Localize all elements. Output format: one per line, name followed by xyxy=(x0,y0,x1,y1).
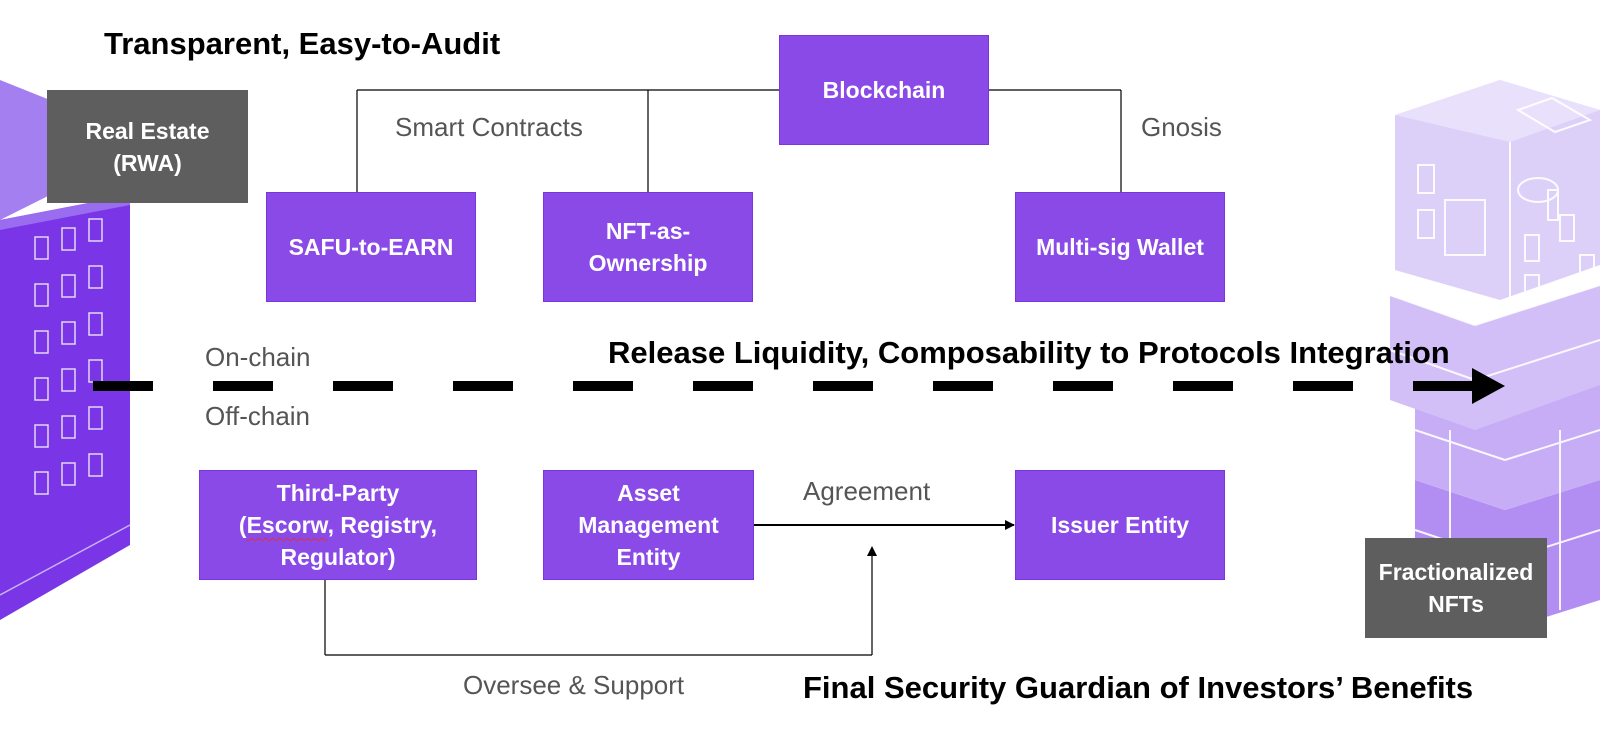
left-building-illustration xyxy=(0,80,131,620)
heading-transparent-audit: Transparent, Easy-to-Audit xyxy=(104,26,501,61)
box-multi-sig-wallet: Multi-sig Wallet xyxy=(1015,192,1225,302)
third-party-line-2: (Escorw, Registry, xyxy=(238,512,438,538)
blockchain-connector-lines xyxy=(356,89,1122,192)
label-on-chain: On-chain xyxy=(205,342,311,372)
liquidity-dashed-arrow xyxy=(93,368,1505,404)
box-nft-as-ownership: NFT-as- Ownership xyxy=(543,192,753,302)
box-safu-to-earn: SAFU-to-EARN xyxy=(266,192,476,302)
oversee-support-connector xyxy=(324,546,877,656)
label-oversee-support: Oversee & Support xyxy=(463,670,685,700)
heading-release-liquidity: Release Liquidity, Composability to Prot… xyxy=(608,335,1450,370)
box-issuer-entity: Issuer Entity xyxy=(1015,470,1225,580)
label-off-chain: Off-chain xyxy=(205,401,311,431)
third-party-line-1: Third-Party xyxy=(276,480,400,506)
box-fractionalized-nfts: Fractionalized NFTs xyxy=(1365,538,1547,638)
box-blockchain: Blockchain xyxy=(779,35,989,145)
box-real-estate-rwa: Real Estate (RWA) xyxy=(47,90,248,203)
label-agreement: Agreement xyxy=(803,476,931,506)
third-party-misspelled-word: Escorw xyxy=(246,512,328,538)
third-party-line-3: Regulator) xyxy=(280,544,396,570)
label-smart-contracts: Smart Contracts xyxy=(395,112,583,142)
label-gnosis: Gnosis xyxy=(1141,112,1222,142)
box-third-party: Third-Party (Escorw, Registry, Regulator… xyxy=(199,470,477,580)
heading-final-security-guardian: Final Security Guardian of Investors’ Be… xyxy=(803,670,1474,705)
box-asset-management-entity: Asset Management Entity xyxy=(543,470,754,580)
